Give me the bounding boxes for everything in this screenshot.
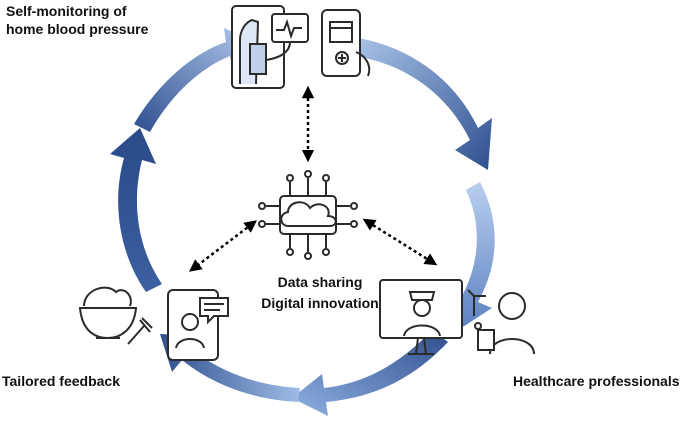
- video-call-phone-icon: [167, 289, 229, 361]
- tailored-feedback-label: Tailored feedback: [2, 373, 121, 389]
- arrow-top-right: [356, 38, 492, 170]
- arrow-bottom-left: [160, 334, 300, 402]
- telehealth-nurse-monitor-icon: [379, 279, 463, 355]
- arrow-left-center: [189, 220, 257, 272]
- data-flow-arrows: [189, 85, 438, 272]
- self-monitoring-label: Self-monitoring of home blood pressure: [6, 2, 148, 38]
- arrow-right-center: [362, 218, 438, 266]
- doctor-icon: [467, 289, 535, 355]
- cloud-network-icon: [258, 170, 358, 260]
- center-label-line2: Digital innovation: [261, 295, 379, 311]
- arrow-left: [110, 128, 162, 292]
- center-label: Data sharing Digital innovation: [256, 272, 384, 314]
- self-monitoring-label-line1: Self-monitoring of: [6, 3, 127, 19]
- food-bowl-icon: [78, 286, 153, 345]
- healthcare-professionals-label: Healthcare professionals: [513, 373, 680, 389]
- blood-pressure-monitor-icon: [231, 5, 309, 89]
- arrow-top-left: [134, 28, 258, 132]
- mobile-calendar-app-icon: [321, 9, 371, 77]
- arrow-right: [448, 182, 495, 332]
- self-monitoring-label-line2: home blood pressure: [6, 21, 149, 37]
- cycle-arrows: [110, 28, 495, 416]
- arrow-bottom-right: [292, 330, 448, 416]
- center-label-line1: Data sharing: [277, 274, 363, 290]
